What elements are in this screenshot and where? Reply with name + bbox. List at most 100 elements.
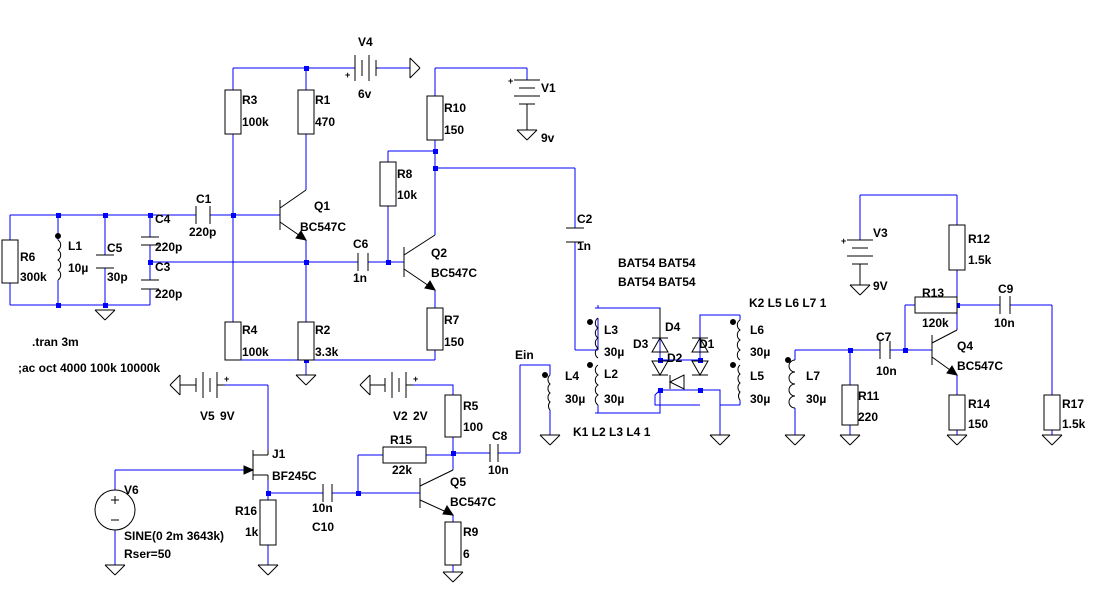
J1-name: J1 bbox=[272, 447, 286, 461]
L6-value: 30µ bbox=[750, 345, 770, 359]
voltage-sources bbox=[94, 55, 873, 531]
R5-value: 100 bbox=[463, 420, 483, 434]
wires bbox=[9, 67, 1053, 572]
R8-body bbox=[379, 161, 397, 207]
resistors bbox=[1, 89, 1061, 566]
V5-name: V5 bbox=[200, 409, 215, 423]
R4-name: R4 bbox=[242, 323, 258, 337]
C8-value: 10n bbox=[488, 463, 509, 477]
R8-name: R8 bbox=[397, 167, 413, 181]
R3-value: 100k bbox=[242, 115, 269, 129]
C4-value: 220p bbox=[155, 240, 182, 254]
tran-directive: .tran 3m bbox=[32, 335, 79, 349]
diode-models-line2: BAT54 BAT54 bbox=[618, 275, 696, 289]
k1-directive: K1 L2 L3 L4 1 bbox=[573, 425, 651, 439]
V1-value: 9v bbox=[541, 131, 555, 145]
R15-value: 22k bbox=[392, 463, 412, 477]
L2-name: L2 bbox=[604, 367, 618, 381]
C4-name: C4 bbox=[155, 212, 171, 226]
C10-value: 10n bbox=[312, 501, 333, 515]
R17-value: 1.5k bbox=[1062, 417, 1086, 431]
C10-name: C10 bbox=[312, 520, 334, 534]
L3-name: L3 bbox=[604, 323, 618, 337]
V6-extra: Rser=50 bbox=[124, 547, 171, 561]
L1-name: L1 bbox=[68, 239, 82, 253]
V2-value: 2V bbox=[413, 409, 428, 423]
R11-name: R11 bbox=[858, 389, 880, 403]
L6-name: L6 bbox=[750, 323, 764, 337]
R17-body bbox=[1043, 394, 1061, 431]
R13-value: 120k bbox=[922, 316, 949, 330]
R9-name: R9 bbox=[463, 525, 479, 539]
R3-name: R3 bbox=[242, 93, 258, 107]
R15-body bbox=[382, 446, 427, 464]
C8-name: C8 bbox=[492, 429, 508, 443]
svg-text:+: + bbox=[508, 76, 513, 86]
spice-directives: .tran 3m ;ac oct 4000 100k 10000k K1 L2 … bbox=[18, 256, 827, 439]
D3-name: D3 bbox=[633, 337, 649, 351]
J1-value: BF245C bbox=[272, 469, 317, 483]
C2-name: C2 bbox=[577, 212, 593, 226]
component-labels: V4 6v R3 100k R1 470 R10 150 V1 9v R8 10… bbox=[20, 35, 1086, 561]
C7-value: 10n bbox=[876, 364, 897, 378]
Q5-name: Q5 bbox=[450, 475, 466, 489]
ac-directive: ;ac oct 4000 100k 10000k bbox=[18, 361, 160, 375]
svg-text:+: + bbox=[224, 374, 229, 384]
diodes bbox=[651, 308, 709, 390]
R10-value: 150 bbox=[444, 123, 464, 137]
k2-directive: K2 L5 L6 L7 1 bbox=[749, 296, 827, 310]
R14-name: R14 bbox=[968, 397, 990, 411]
R1-value: 470 bbox=[315, 115, 335, 129]
Q2-value: BC547C bbox=[431, 266, 477, 280]
V2-name: V2 bbox=[393, 409, 408, 423]
V6-name: V6 bbox=[124, 483, 139, 497]
R11-body bbox=[841, 384, 859, 426]
L5-value: 30µ bbox=[750, 392, 770, 406]
capacitors bbox=[96, 206, 1011, 502]
R16-body bbox=[259, 499, 277, 546]
R4-value: 100k bbox=[242, 345, 269, 359]
svg-text:+: + bbox=[345, 70, 350, 80]
R6-value: 300k bbox=[20, 270, 47, 284]
C6-value: 1n bbox=[353, 271, 367, 285]
R7-value: 150 bbox=[444, 335, 464, 349]
inductor-polarity-dots bbox=[55, 233, 791, 378]
R17-name: R17 bbox=[1062, 397, 1084, 411]
C1-name: C1 bbox=[196, 192, 212, 206]
Q1-value: BC547C bbox=[300, 220, 346, 234]
R11-value: 220 bbox=[858, 410, 878, 424]
Q2-name: Q2 bbox=[431, 246, 447, 260]
R6-body bbox=[1, 239, 19, 284]
R2-value: 3.3k bbox=[315, 345, 339, 359]
R7-name: R7 bbox=[444, 313, 460, 327]
D2-name: D2 bbox=[667, 351, 683, 365]
C1-value: 220p bbox=[189, 225, 216, 239]
C9-value: 10n bbox=[994, 316, 1015, 330]
V5-value: 9V bbox=[220, 409, 235, 423]
R1-name: R1 bbox=[315, 93, 331, 107]
V6-value: SINE(0 2m 3643k) bbox=[124, 529, 224, 543]
transistors bbox=[243, 189, 958, 516]
C5-name: C5 bbox=[107, 241, 123, 255]
svg-text:+: + bbox=[413, 374, 418, 384]
R5-name: R5 bbox=[463, 399, 479, 413]
R12-value: 1.5k bbox=[968, 253, 992, 267]
diode-models-line1: BAT54 BAT54 bbox=[618, 256, 696, 270]
inductors bbox=[57, 239, 796, 411]
R9-body bbox=[444, 521, 462, 566]
C5-value: 30p bbox=[107, 270, 128, 284]
R8-value: 10k bbox=[397, 188, 417, 202]
R2-name: R2 bbox=[315, 323, 331, 337]
L4-name: L4 bbox=[565, 369, 579, 383]
junction-dots bbox=[56, 66, 960, 496]
V3-value: 9V bbox=[873, 279, 888, 293]
L1-value: 10µ bbox=[68, 261, 88, 275]
source-polarity-marks: + + + + + bbox=[224, 70, 846, 384]
R12-name: R12 bbox=[968, 232, 990, 246]
D1-name: D1 bbox=[699, 337, 715, 351]
L7-value: 30µ bbox=[806, 392, 826, 406]
L7-name: L7 bbox=[806, 369, 820, 383]
L2-value: 30µ bbox=[604, 392, 624, 406]
C3-value: 220p bbox=[155, 287, 182, 301]
